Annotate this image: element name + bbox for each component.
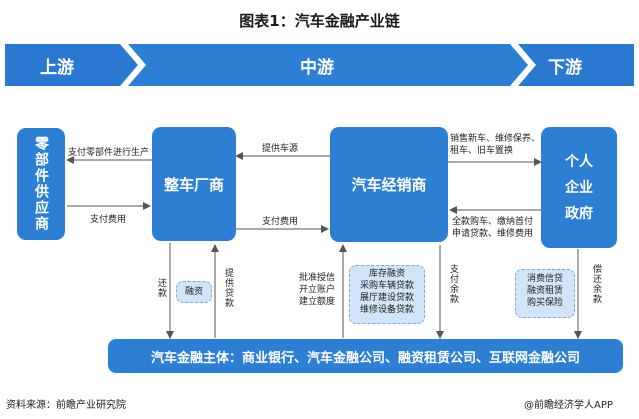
midstream-arrow <box>128 44 528 86</box>
automaker-node: 整车厂商 <box>152 127 236 241</box>
label-pay-fees-1: 支付费用 <box>90 215 127 225</box>
label-payments: 全款购车、缴纳首付 申请贷款、维修费用 <box>452 217 534 239</box>
dealer-node: 汽车经销商 <box>330 127 448 242</box>
label-pay-parts: 支付零部件进行生产 <box>68 148 150 158</box>
financing-box: 融资 <box>176 281 212 303</box>
label-provide-loan: 提供贷款 <box>223 268 233 308</box>
customers-node: 个人 企业 政府 <box>541 127 617 248</box>
stage-downstream: 下游 <box>548 58 582 78</box>
stage-banner <box>5 44 634 86</box>
chart-title: 图表1：汽车金融产业链 <box>239 12 400 30</box>
label-provide-cars: 提供车源 <box>262 144 299 154</box>
customer-government: 政府 <box>565 205 593 222</box>
upstream-arrow <box>5 44 138 86</box>
finance-entities-bar: 汽车金融主体：商业银行、汽车金融公司、融资租赁公司、互联网金融公司 <box>108 339 623 373</box>
brand-note: @前瞻经济学人APP <box>524 400 613 411</box>
downstream-arrow <box>518 44 634 86</box>
label-sell-services: 销售新车、维修保养、 租车、旧车置换 <box>450 134 541 156</box>
customer-individual: 个人 <box>565 153 593 170</box>
stage-upstream: 上游 <box>40 58 74 78</box>
parts-supplier-node: 零部件供应商 <box>17 128 65 240</box>
dealer-loans-box: 库存融资 采购车辆贷款 展厅建设贷款 维修设备贷款 <box>349 265 425 324</box>
label-repay: 还款 <box>156 278 166 298</box>
label-approve: 批准授信 开立账户 建立额度 <box>298 273 335 307</box>
consumer-loans-box: 消费信贷 融资租赁 购买保险 <box>515 269 575 318</box>
customer-enterprise: 企业 <box>565 179 593 196</box>
label-pay-balance: 支付余款 <box>448 264 458 304</box>
source-note: 资料来源：前瞻产业研究院 <box>6 400 126 411</box>
label-repay-balance: 偿还余款 <box>591 264 601 304</box>
stage-midstream: 中游 <box>300 58 334 78</box>
label-pay-fees-2: 支付费用 <box>262 217 299 227</box>
